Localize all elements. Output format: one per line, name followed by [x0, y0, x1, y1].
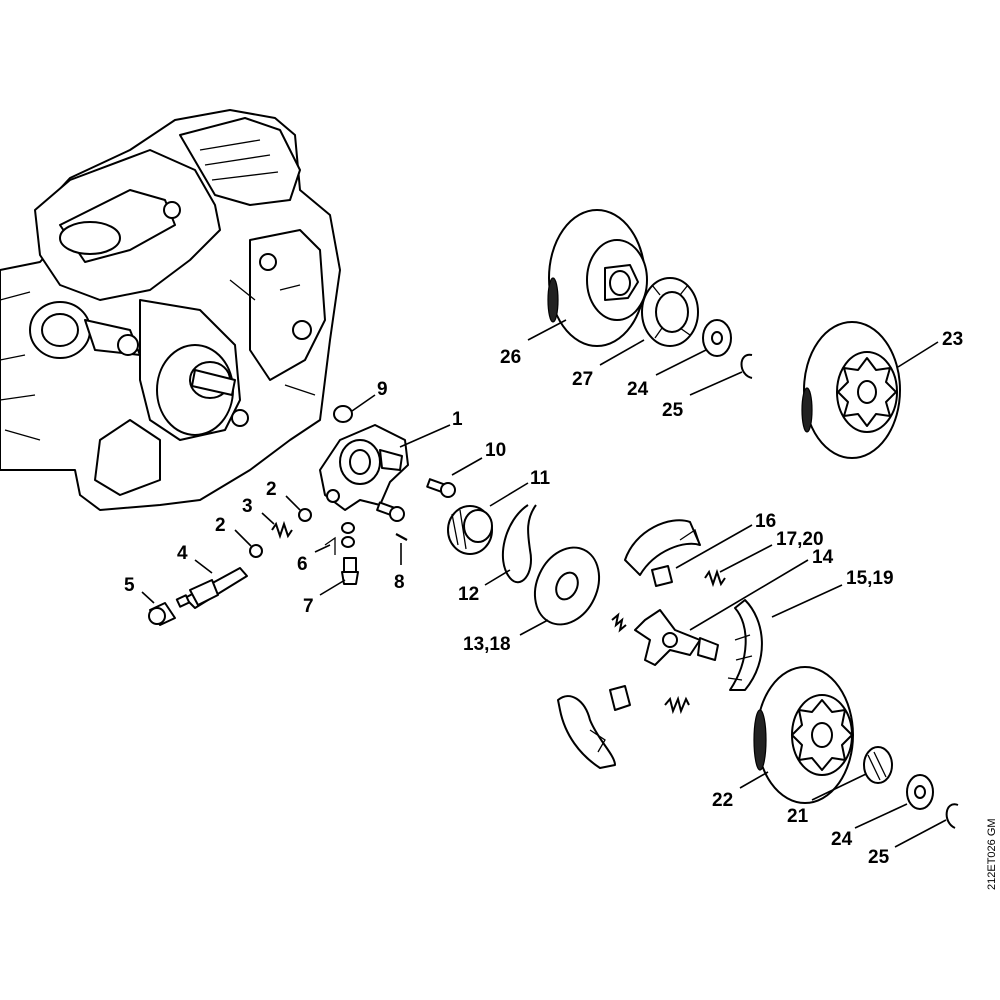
callout-24-upper: 24: [627, 379, 649, 400]
callout-2-upper: 2: [266, 479, 277, 500]
engine-housing: [0, 109, 341, 511]
clutch-drum-part-26: [547, 209, 648, 347]
callout-14: 14: [812, 547, 834, 568]
reference-code: 212ET026 GM: [986, 818, 998, 890]
callout-12: 12: [458, 584, 479, 605]
callout-27: 27: [572, 369, 593, 390]
e-clip-part-25-lower: [945, 803, 959, 829]
callout-21: 21: [787, 806, 809, 827]
washer-part-2-lower: [249, 544, 263, 558]
callout-24-lower: 24: [831, 829, 853, 850]
callout-25-upper: 25: [662, 400, 684, 421]
plug-part-5: [148, 602, 176, 626]
rim-sprocket-part-27: [641, 277, 699, 347]
clutch-carrier-part-14: [634, 609, 719, 666]
worm-part-12: [447, 505, 493, 555]
callout-22: 22: [712, 790, 733, 811]
sleeve-part-9: [333, 405, 353, 423]
washer-part-24-lower: [906, 774, 934, 810]
callout-23: 23: [942, 329, 963, 350]
callout-1: 1: [452, 409, 463, 430]
callout-11: 11: [530, 468, 551, 489]
clutch-block-lower: [609, 685, 631, 711]
callout-8: 8: [394, 572, 405, 593]
o-rings-part-6: [324, 522, 355, 555]
callout-6: 6: [297, 554, 308, 575]
spring-part-11: [501, 504, 537, 584]
callout-17-20: 17,20: [776, 529, 824, 550]
thrust-washer-part-13-18: [533, 546, 601, 626]
adjusting-screw-part-4: [175, 567, 248, 609]
callout-16: 16: [755, 511, 776, 532]
washer-part-2-upper: [298, 508, 312, 522]
callout-13-18: 13,18: [463, 634, 511, 655]
needle-bearing-part-21: [863, 746, 893, 784]
clutch-shoe-right-part-15-19: [727, 599, 763, 691]
callout-5: 5: [124, 575, 135, 596]
washer-part-24-upper: [702, 319, 732, 357]
callout-7: 7: [303, 596, 314, 617]
leader-lines: [141, 319, 947, 848]
callout-9: 9: [377, 379, 388, 400]
screw-oil-pump: [376, 501, 405, 522]
callout-26: 26: [500, 347, 521, 368]
clutch-drum-part-22: [753, 666, 854, 804]
callout-3: 3: [242, 496, 253, 517]
callout-15-19: 15,19: [846, 568, 894, 589]
callout-2-lower: 2: [215, 515, 226, 536]
callout-25-lower: 25: [868, 847, 890, 868]
callout-4: 4: [177, 543, 188, 564]
clutch-shoe-upper: [624, 519, 701, 576]
spring-clutch-lower: [664, 695, 690, 715]
spring-part-3: [271, 520, 293, 540]
clutch-shoe-lower: [557, 695, 616, 769]
callout-10: 10: [485, 440, 506, 461]
clutch-block-part-16: [651, 565, 673, 587]
e-clip-part-25-upper: [740, 353, 753, 379]
clutch-drum-part-23: [801, 321, 901, 459]
valve-part-7: [341, 557, 359, 585]
pin-part-8: [395, 533, 408, 541]
spring-clutch-left: [611, 612, 627, 633]
spring-part-17-20: [704, 568, 726, 588]
oil-pump: [319, 424, 409, 511]
screw-part-10: [426, 478, 456, 498]
